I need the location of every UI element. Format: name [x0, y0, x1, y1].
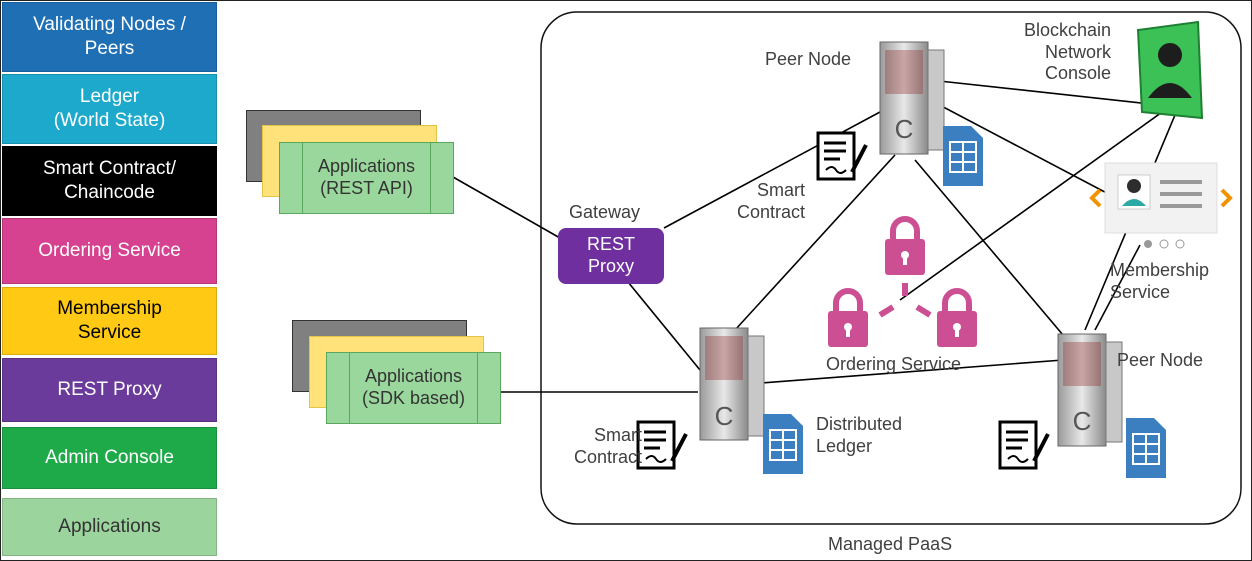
line-rest-apps-to-gateway — [452, 176, 561, 239]
contract-right-icon — [998, 420, 1050, 470]
lock-icon — [885, 216, 925, 275]
legend-label: Ordering Service — [38, 240, 181, 262]
server-peer-bottom-icon: C — [699, 327, 765, 441]
legend-item-membership-service: Membership Service — [2, 287, 217, 355]
chevron-right-icon — [1220, 188, 1233, 208]
lock-icon — [937, 288, 977, 347]
legend-item-ordering-service: Ordering Service — [2, 218, 217, 284]
line-gateway-to-peer-top — [663, 111, 881, 229]
smart-contract-top-label: Smart Contract — [737, 180, 806, 222]
rest-applications-label: Applications (REST API) — [317, 156, 416, 198]
ordering-hub-icon — [878, 283, 932, 318]
server-peer-top-icon: C — [879, 41, 945, 155]
server-peer-right-icon: C — [1057, 333, 1123, 447]
svg-text:C: C — [715, 401, 734, 431]
ledger-bottom-icon — [763, 414, 803, 474]
lock-icon — [828, 288, 868, 347]
chevron-left-icon — [1089, 188, 1102, 208]
membership-card-icon — [1089, 162, 1233, 249]
contract-bottom-icon — [636, 420, 688, 470]
legend-item-smart-contract: Smart Contract/ Chaincode — [2, 146, 217, 216]
legend-item-applications: Applications — [2, 498, 217, 556]
distributed-ledger-label: Distributed Ledger — [816, 414, 903, 456]
rest-applications-card: Applications (REST API) — [279, 142, 454, 214]
managed-paas-boundary — [540, 11, 1242, 525]
contract-top-icon — [816, 131, 868, 181]
legend-item-admin-console: Admin Console — [2, 427, 217, 489]
line-gateway-to-peer-bottom — [627, 281, 701, 371]
carousel-dot-icon — [1159, 239, 1169, 249]
line-peer-right-to-membership — [1094, 244, 1141, 331]
legend-label: Validating Nodes / Peers — [33, 14, 186, 59]
ledger-right-icon — [1126, 418, 1166, 478]
legend-item-validating-nodes: Validating Nodes / Peers — [2, 2, 217, 72]
carousel-dot-icon — [1175, 239, 1185, 249]
legend-label: Smart Contract/ Chaincode — [42, 158, 177, 203]
legend-label: Ledger (World State) — [53, 86, 166, 131]
rest-proxy-label: REST Proxy — [586, 234, 635, 276]
sdk-applications-label: Applications (SDK based) — [361, 366, 466, 408]
legend-item-rest-proxy: REST Proxy — [2, 358, 217, 422]
ordering-service-label: Ordering Service — [826, 354, 962, 374]
legend-label: Membership Service — [57, 298, 162, 343]
carousel-dot-active-icon — [1144, 240, 1152, 248]
peer-node-top-label: Peer Node — [765, 49, 852, 69]
managed-paas-label: Managed PaaS — [820, 534, 961, 555]
peer-node-right-label: Peer Node — [1117, 350, 1204, 370]
svg-text:C: C — [895, 114, 914, 144]
line-peer-top-to-peer-right — [914, 159, 1064, 336]
console-icon — [1136, 20, 1204, 120]
ledger-top-icon — [943, 126, 983, 186]
svg-text:C: C — [1073, 406, 1092, 436]
line-peer-top-to-console — [929, 79, 1161, 106]
line-ordering-to-console — [899, 109, 1166, 301]
line-peer-bottom-to-peer-right — [734, 359, 1064, 386]
legend-label: Applications — [58, 516, 161, 538]
sdk-applications-card: Applications (SDK based) — [326, 352, 501, 424]
legend-label: Admin Console — [45, 447, 174, 469]
rest-proxy-box: REST Proxy — [558, 228, 664, 284]
legend-item-ledger: Ledger (World State) — [2, 74, 217, 144]
connection-lines — [452, 79, 1176, 393]
gateway-label: Gateway — [569, 202, 641, 222]
console-label: Blockchain Network Console — [1024, 20, 1112, 84]
line-peer-top-to-membership — [929, 99, 1121, 201]
line-peer-bottom-to-peer-top — [734, 154, 896, 331]
smart-contract-bottom-label: Smart Contract — [574, 425, 643, 467]
membership-service-label: Membership Service — [1110, 260, 1210, 302]
legend-label: REST Proxy — [57, 379, 162, 401]
ordering-locks — [828, 216, 977, 347]
